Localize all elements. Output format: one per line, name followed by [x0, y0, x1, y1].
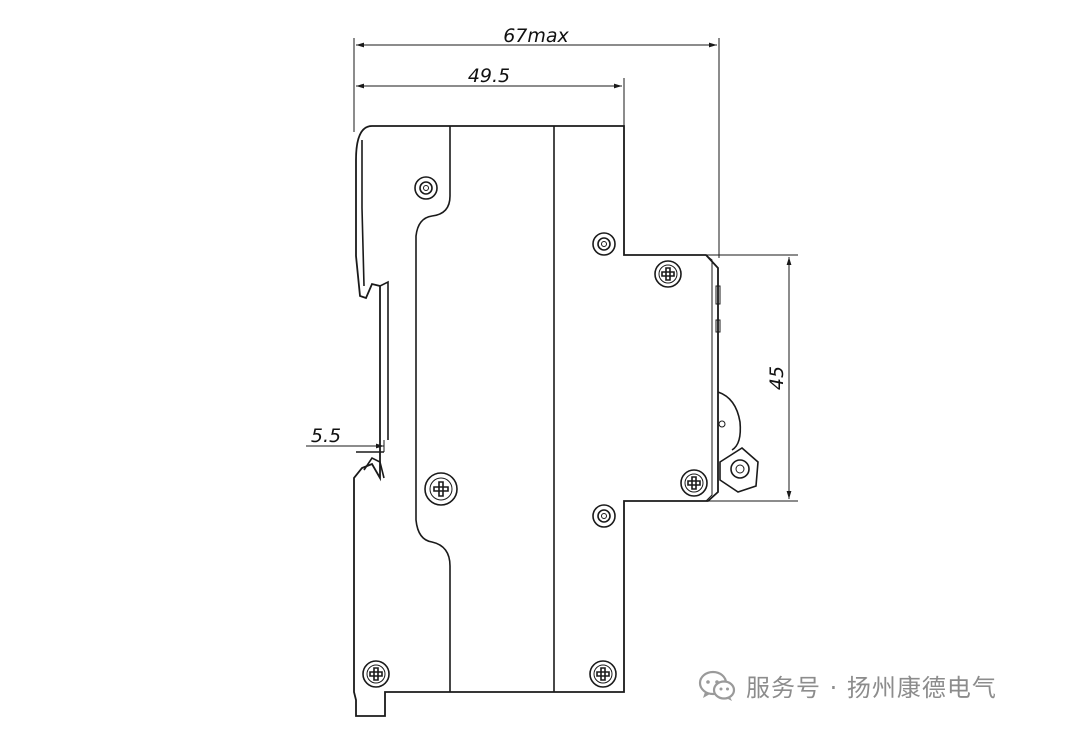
screw-front-bottom	[680, 469, 708, 497]
rivet-lower-right	[592, 504, 616, 528]
dimension-rail-offset: 5.5	[306, 425, 385, 452]
body-outline	[353, 125, 719, 717]
dimension-label-body-depth: 49.5	[468, 65, 510, 87]
dimension-overall-depth: 67max	[353, 25, 720, 258]
handle-lever	[717, 391, 742, 451]
screw-bottom-right	[589, 660, 617, 688]
breaker-body	[353, 125, 759, 717]
screw-front-top	[654, 260, 682, 288]
dimension-body-depth: 49.5	[356, 65, 625, 128]
terminal-screw-housing	[719, 447, 759, 493]
din-clip-upper	[361, 140, 365, 287]
module-divider-left	[415, 126, 451, 692]
rivet-top-left	[414, 176, 438, 200]
watermark: 服务号 · 扬州康德电气	[698, 668, 997, 703]
screw-center	[424, 472, 458, 506]
wechat-icon	[698, 670, 736, 702]
dimension-label-rail-offset: 5.5	[311, 425, 341, 447]
rivet-upper-right	[592, 232, 616, 256]
dimension-label-overall-depth: 67max	[503, 25, 569, 47]
din-clip-lower	[363, 456, 385, 479]
dimension-label-front-height: 45	[766, 366, 788, 390]
screw-bottom-left	[362, 660, 390, 688]
watermark-text: 服务号 · 扬州康德电气	[746, 674, 997, 702]
dimension-front-height: 45	[624, 254, 798, 502]
